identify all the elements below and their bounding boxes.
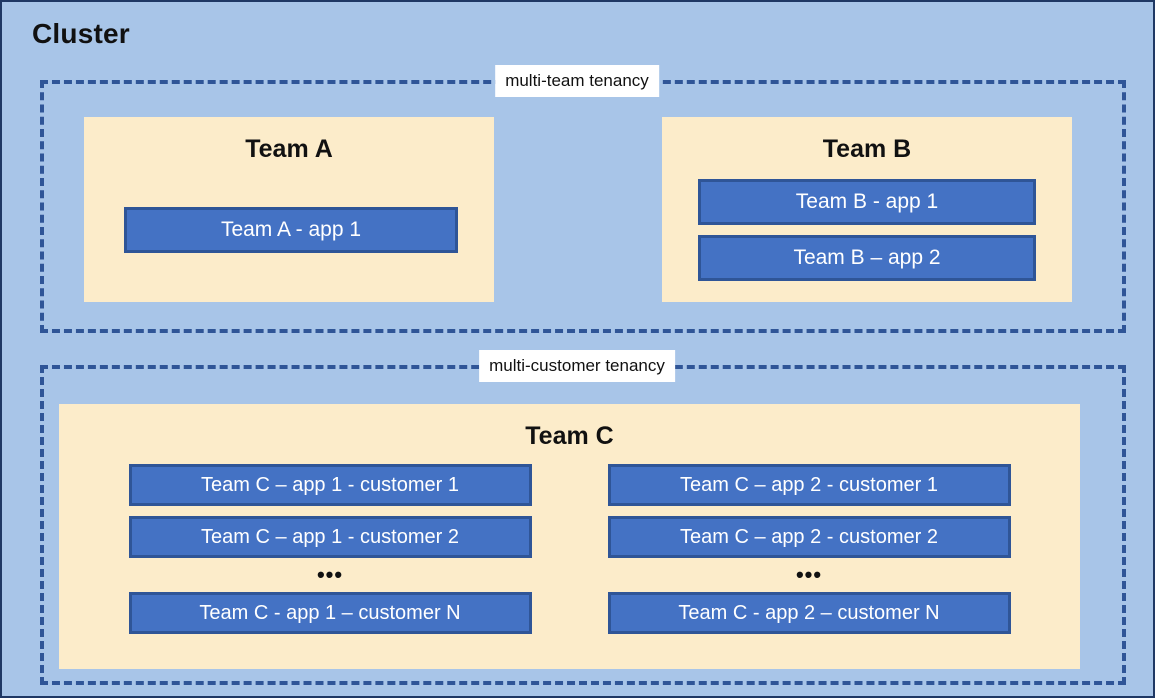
team-b-heading: Team B <box>822 135 912 163</box>
app-box-team-c-app-1-customer-2[interactable]: Team C – app 1 - customer 2 <box>128 516 532 558</box>
team-c-app-1-ellipsis: ••• <box>316 562 344 587</box>
multi-customer-tenancy-label: multi-customer tenancy <box>479 350 675 382</box>
multi-team-tenancy-label: multi-team tenancy <box>495 65 659 97</box>
app-box-team-b-app-1[interactable]: Team B - app 1 <box>698 179 1036 225</box>
team-c-card: Team C Team C – app 1 - customer 1 Team … <box>59 404 1080 669</box>
team-a-app-list: Team A - app 1 <box>124 207 458 253</box>
app-box-team-c-app-2-customer-1[interactable]: Team C – app 2 - customer 1 <box>607 464 1011 506</box>
team-c-app-2-column: Team C – app 2 - customer 1 Team C – app… <box>607 464 1011 634</box>
app-box-team-c-app-2-customer-n[interactable]: Team C - app 2 – customer N <box>607 592 1011 634</box>
app-box-team-c-app-1-customer-1[interactable]: Team C – app 1 - customer 1 <box>128 464 532 506</box>
team-c-app-columns: Team C – app 1 - customer 1 Team C – app… <box>59 464 1080 634</box>
app-box-team-c-app-2-customer-2[interactable]: Team C – app 2 - customer 2 <box>607 516 1011 558</box>
team-b-app-list: Team B - app 1 Team B – app 2 <box>698 179 1036 281</box>
team-c-app-2-ellipsis: ••• <box>795 562 823 587</box>
app-box-team-b-app-2[interactable]: Team B – app 2 <box>698 235 1036 281</box>
cluster-title: Cluster <box>32 18 130 49</box>
team-a-heading: Team A <box>245 135 333 163</box>
team-c-app-1-column: Team C – app 1 - customer 1 Team C – app… <box>128 464 532 634</box>
app-box-team-a-app-1[interactable]: Team A - app 1 <box>124 207 458 253</box>
app-box-team-c-app-1-customer-n[interactable]: Team C - app 1 – customer N <box>128 592 532 634</box>
team-c-heading: Team C <box>525 422 614 450</box>
team-a-card: Team A Team A - app 1 <box>84 117 494 302</box>
team-b-card: Team B Team B - app 1 Team B – app 2 <box>662 117 1072 302</box>
